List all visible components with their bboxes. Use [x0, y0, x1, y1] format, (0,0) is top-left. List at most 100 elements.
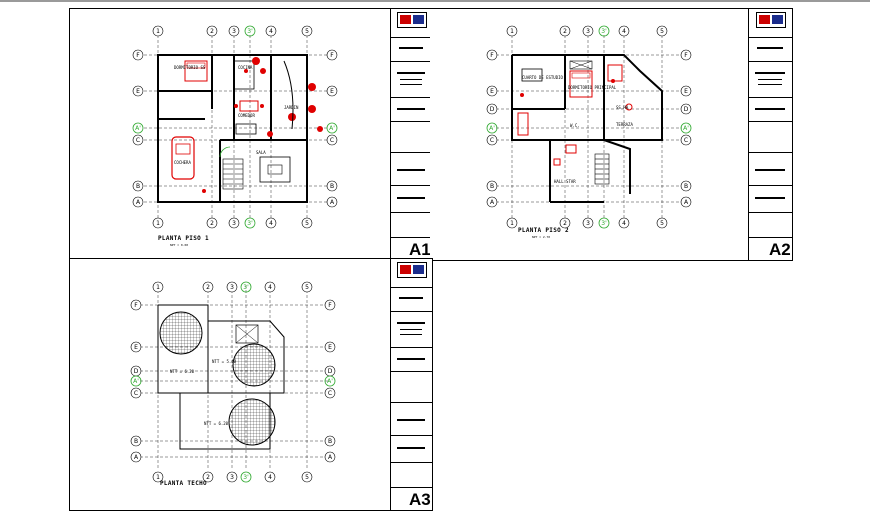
room-label: CUARTO DE ESTUDIO [522, 75, 564, 80]
level-label: NTT = 6.20 [204, 421, 229, 426]
floor-plan-2: CUARTO DE ESTUDIO DORMITORIO PRINCIPAL S… [486, 25, 692, 229]
grid-col-label: 1 [156, 220, 160, 227]
grid-col-label: 2 [563, 220, 567, 227]
room-label: COMEDOR [238, 113, 255, 118]
room-label: HALL STAR [554, 179, 576, 184]
grid-col-label: 1 [510, 220, 514, 227]
grid-row-label: E [490, 88, 494, 95]
grid-row-label: A' [489, 125, 495, 132]
grid-col-label: 3' [247, 28, 253, 35]
grid-row-label: C [134, 390, 138, 397]
grid-row-label: C [328, 390, 332, 397]
grid-row-label: B [134, 438, 138, 445]
plan-title: PLANTA PISO 1 [158, 235, 209, 242]
grid-col-label: 1 [510, 28, 514, 35]
grid-row-label: A' [133, 378, 139, 385]
room-label: W.C. [570, 123, 580, 128]
grid-row-label: A [136, 199, 141, 206]
grid-row-label: D [490, 106, 495, 113]
grid-col-label: 5 [305, 220, 309, 227]
grid-col-label: 5 [660, 28, 664, 35]
room-label: COCINA [238, 65, 253, 70]
grid-col-label: 3' [601, 28, 607, 35]
grid-row-label: A [330, 199, 335, 206]
title-block: A1 [390, 9, 433, 260]
title-block: A3 [390, 259, 433, 510]
top-rule [0, 0, 870, 2]
grid-col-label: 3 [230, 474, 234, 481]
grid-row-label: A [134, 454, 139, 461]
level-label: NTT = 6.20 [170, 369, 195, 374]
grid-col-label: 5 [305, 28, 309, 35]
grid-col-label: 1 [156, 28, 160, 35]
grid-col-label: 2 [210, 220, 214, 227]
grid-row-label: E [328, 344, 332, 351]
grid-col-label: 3' [243, 474, 249, 481]
grid-row-label: F [490, 52, 494, 59]
grid-row-label: F [136, 52, 140, 59]
plan-subtitle: NPT = 0.00 [170, 243, 189, 247]
grid-row-label: E [136, 88, 140, 95]
grid-row-label: B [328, 438, 332, 445]
grid-row-label: F [134, 302, 138, 309]
grid-col-label: 2 [206, 284, 210, 291]
grid-col-label: 2 [210, 28, 214, 35]
grid-col-label: 3 [232, 220, 236, 227]
grid-row-label: D [328, 368, 333, 375]
grid-row-label: D [134, 368, 139, 375]
grid-row-label: D [684, 106, 689, 113]
grid-col-label: 3' [243, 284, 249, 291]
grid-row-label: F [328, 302, 332, 309]
grid-col-label: 3 [586, 220, 590, 227]
grid-col-label: 3 [230, 284, 234, 291]
plan-title: PLANTA TECHO [160, 480, 207, 487]
grid-col-label: 2 [206, 474, 210, 481]
room-label: TERRAZA [616, 122, 633, 127]
institution-logo [756, 12, 786, 28]
roof-plan: NTT = 6.20 NTT = 5.40 NTT = 6.20 1 2 3 3… [130, 281, 336, 483]
drawing-sheet-a1: DORMITORIO SS COCINA COMEDOR JARDIN COCH… [69, 8, 433, 261]
grid-col-label: 5 [660, 220, 664, 227]
level-label: NTT = 5.40 [212, 359, 237, 364]
room-label: SALA [256, 150, 266, 155]
room-label: DORMITORIO SS [174, 65, 206, 70]
floor-plan-1: DORMITORIO SS COCINA COMEDOR JARDIN COCH… [132, 25, 338, 229]
sheet-number: A2 [769, 240, 791, 259]
grid-row-label: C [684, 137, 688, 144]
plan-title: PLANTA PISO 2 [518, 227, 569, 234]
grid-col-label: 4 [622, 28, 626, 35]
grid-col-label: 3 [232, 28, 236, 35]
grid-col-label: 1 [156, 474, 160, 481]
grid-row-label: C [136, 137, 140, 144]
grid-col-label: 4 [268, 474, 272, 481]
grid-col-label: 1 [156, 284, 160, 291]
grid-row-label: E [330, 88, 334, 95]
grid-row-label: B [684, 183, 688, 190]
grid-col-label: 4 [269, 220, 273, 227]
grid-col-label: 5 [305, 474, 309, 481]
grid-col-label: 4 [268, 284, 272, 291]
drawing-sheet-a2: CUARTO DE ESTUDIO DORMITORIO PRINCIPAL S… [430, 8, 793, 261]
grid-row-label: F [330, 52, 334, 59]
institution-logo [397, 262, 427, 278]
grid-col-label: 4 [269, 28, 273, 35]
grid-row-label: A' [327, 378, 333, 385]
room-label: DORMITORIO PRINCIPAL [568, 85, 617, 90]
grid-row-label: E [134, 344, 138, 351]
grid-row-label: F [684, 52, 688, 59]
sheet-number: A1 [409, 240, 431, 259]
grid-col-label: 3' [247, 220, 253, 227]
grid-row-label: A [328, 454, 333, 461]
grid-col-label: 3' [601, 220, 607, 227]
grid-col-label: 3 [586, 28, 590, 35]
grid-col-label: 4 [622, 220, 626, 227]
grid-row-label: B [490, 183, 494, 190]
grid-row-label: A [490, 199, 495, 206]
title-block: A2 [748, 9, 793, 260]
plan-subtitle: NPT = 2.70 [532, 235, 551, 239]
sheet-number: A3 [409, 490, 431, 509]
grid-row-label: E [684, 88, 688, 95]
grid-row-label: C [330, 137, 334, 144]
grid-col-label: 5 [305, 284, 309, 291]
grid-row-label: B [136, 183, 140, 190]
